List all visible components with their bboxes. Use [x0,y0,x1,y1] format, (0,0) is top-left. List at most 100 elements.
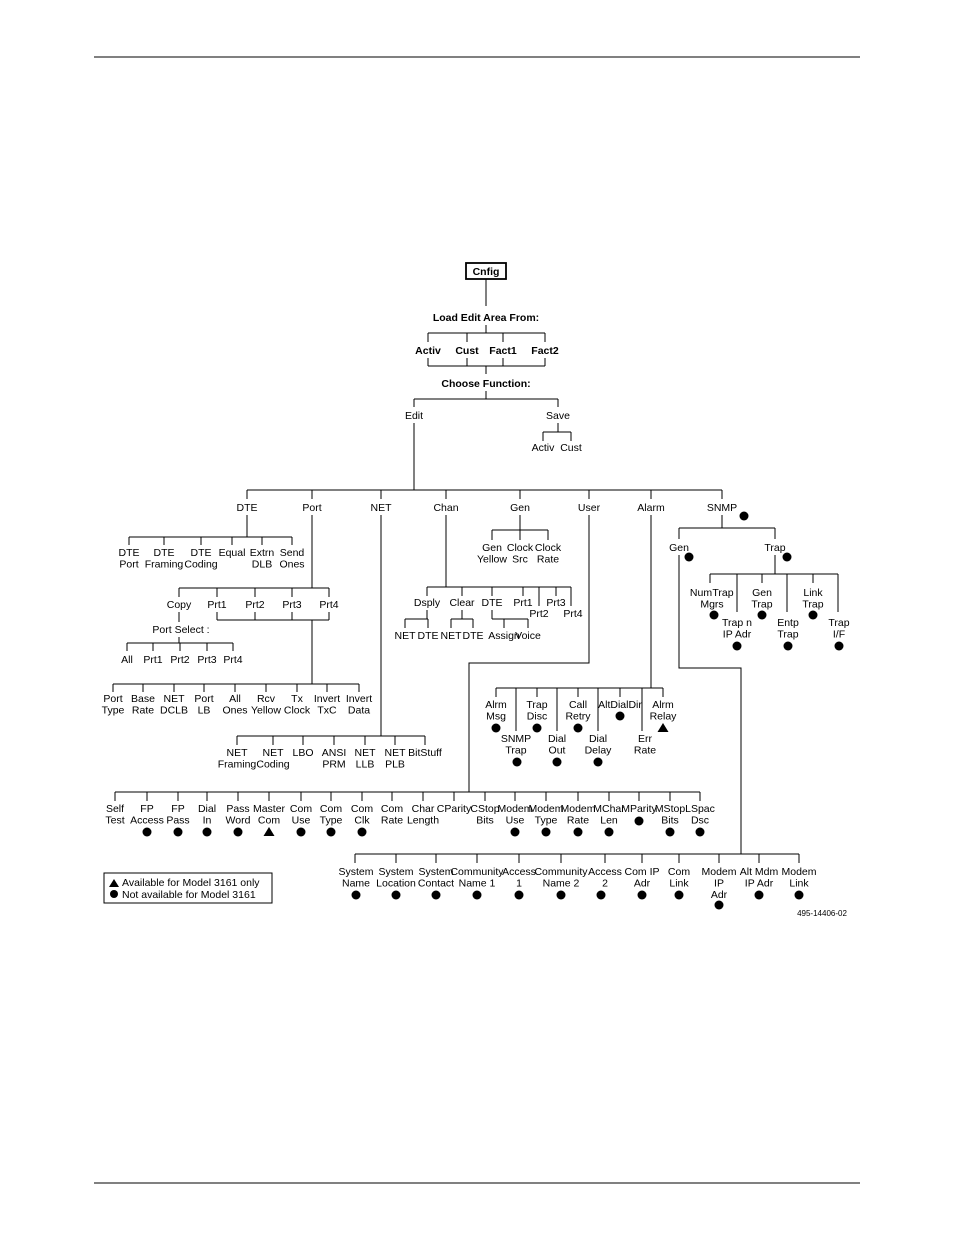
load-option: Fact1 [489,345,517,357]
legend-circle-icon [110,890,118,898]
not-available-marker [514,890,524,900]
function-edit: Edit [405,410,423,422]
not-available-marker [684,552,694,562]
group-gen: Gen [510,502,530,514]
chan-sub-item: NET [441,630,463,642]
net-item: LBO [292,747,313,759]
snmp-gen: Gen [669,542,689,554]
user-item: MParity [621,803,657,815]
not-available-marker [783,641,793,651]
not-available-marker [142,827,152,837]
not-available-marker [695,827,705,837]
not-available-marker [173,827,183,837]
port-top-item: Prt2 [245,599,264,611]
port-select-item: Prt4 [223,654,242,666]
not-available-marker [431,890,441,900]
chan-sub-item: DTE [418,630,439,642]
group-alarm: Alarm [637,502,665,514]
not-available-marker [834,641,844,651]
port-select-item: All [121,654,133,666]
group-snmp: SNMP [707,502,737,514]
not-available-marker [541,827,551,837]
not-available-marker [556,890,566,900]
not-available-marker [732,641,742,651]
port-top-item: Copy [167,599,192,611]
not-available-marker [593,757,603,767]
chan-item: Dsply [414,597,441,609]
not-available-marker [573,723,583,733]
not-available-marker [782,552,792,562]
not-available-marker [794,890,804,900]
load-prompt: Load Edit Area From: [433,312,539,324]
dte-item: Equal [219,547,246,559]
port-top-item: Prt3 [282,599,301,611]
chan-item: Prt1 [513,597,532,609]
not-available-marker [674,890,684,900]
chan-sub-item: DTE [463,630,484,642]
available-only-marker [657,723,669,732]
snmp-trap-item: Trap [712,587,733,599]
legend-available-only: Available for Model 3161 only [122,877,260,889]
not-available-marker [472,890,482,900]
not-available-marker [552,757,562,767]
chan-item: Clear [449,597,475,609]
not-available-marker [757,610,767,620]
not-available-marker [808,610,818,620]
load-option: Fact2 [531,345,559,357]
not-available-marker [709,610,719,620]
not-available-marker [202,827,212,837]
snmp-trap: Trap [764,542,785,554]
root-label: Cnfig [473,266,500,278]
not-available-marker [604,827,614,837]
not-available-marker [532,723,542,733]
not-available-marker [326,827,336,837]
group-user: User [578,502,601,514]
not-available-marker [665,827,675,837]
group-dte: DTE [237,502,258,514]
group-port: Port [302,502,321,514]
not-available-marker [714,900,724,910]
save-option: Cust [560,442,582,454]
net-item: BitStuff [408,747,442,759]
chan-sub-item: NET [395,630,417,642]
chan-item: Prt4 [563,608,582,620]
available-only-marker [263,827,275,836]
not-available-marker [491,723,501,733]
chan-sub-item: Assign [488,630,520,642]
not-available-marker [634,816,644,826]
